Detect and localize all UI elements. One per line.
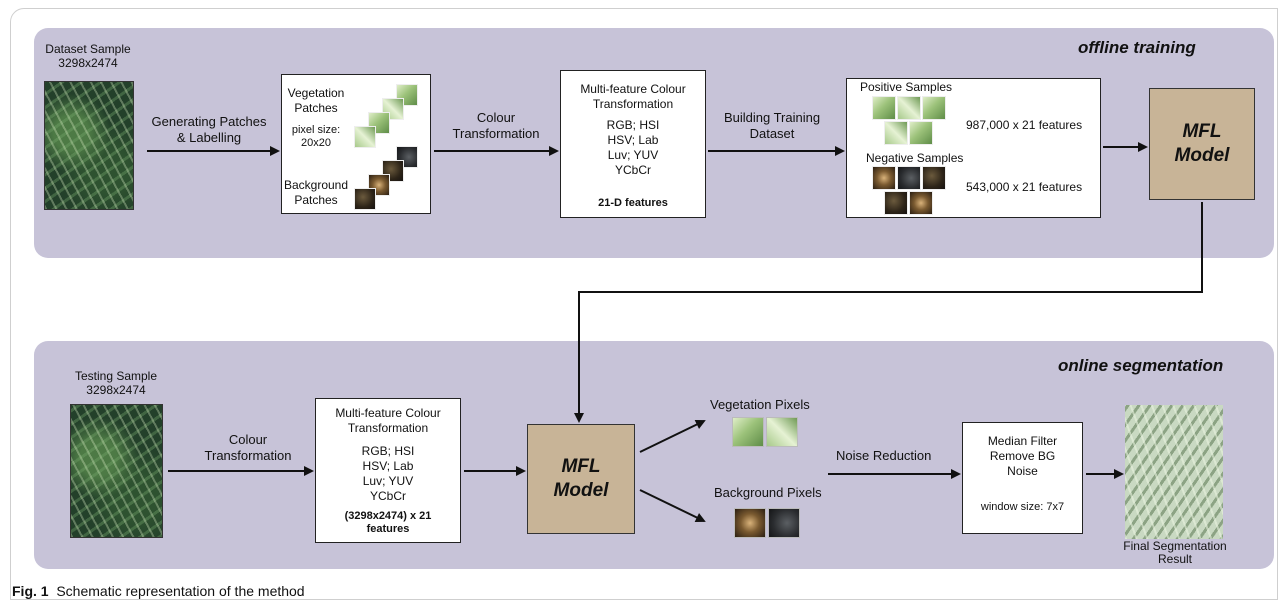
positive-samples-count: 987,000 x 21 features bbox=[966, 118, 1083, 132]
offline-transform-box bbox=[560, 70, 706, 218]
colour-transformation-label: Colour Transformation bbox=[452, 110, 540, 141]
online-panel-title: online segmentation bbox=[1058, 356, 1224, 375]
negative-samples-label: Negative Samples bbox=[866, 151, 964, 165]
positive-sample-patch bbox=[909, 121, 933, 145]
positive-sample-patch bbox=[884, 121, 908, 145]
negative-sample-patch bbox=[884, 191, 908, 215]
window-size-label: window size: 7x7 bbox=[980, 501, 1065, 513]
background-patch bbox=[354, 188, 376, 210]
positive-sample-patch bbox=[897, 96, 921, 120]
vegetation-patch bbox=[354, 126, 376, 148]
negative-sample-patch bbox=[897, 166, 921, 190]
vegetation-pixels-label: Vegetation Pixels bbox=[710, 397, 810, 412]
final-segmentation-label: Final Segmentation Result bbox=[1123, 539, 1227, 566]
figure-caption-text: Schematic representation of the method bbox=[56, 583, 305, 599]
negative-sample-patch bbox=[872, 166, 896, 190]
median-filter-box bbox=[962, 422, 1083, 534]
figure-frame bbox=[10, 8, 1278, 600]
final-segmentation-image bbox=[1125, 405, 1223, 539]
dataset-sample-image bbox=[44, 81, 134, 210]
positive-sample-patch bbox=[922, 96, 946, 120]
background-pixel-patch bbox=[768, 508, 800, 538]
noise-reduction-label: Noise Reduction bbox=[836, 448, 932, 463]
online-features-label: (3298x2474) x 21 features bbox=[344, 510, 432, 535]
negative-samples-count: 543,000 x 21 features bbox=[966, 180, 1083, 194]
figure-number: Fig. 1 bbox=[12, 583, 49, 599]
online-colour-spaces: RGB; HSI HSV; Lab Luv; YUV YCbCr bbox=[361, 444, 415, 503]
generating-patches-label: Generating Patches & Labelling bbox=[151, 114, 267, 145]
offline-panel-title: offline training bbox=[1078, 38, 1196, 57]
online-transform-title: Multi-feature Colour Transformation bbox=[335, 406, 441, 435]
online-mfl-model-box: MFL Model bbox=[527, 424, 635, 534]
dataset-sample-label: Dataset Sample 3298x2474 bbox=[45, 42, 131, 70]
offline-transform-title: Multi-feature Colour Transformation bbox=[580, 82, 686, 111]
vegetation-pixel-patch bbox=[766, 417, 798, 447]
offline-mfl-model-box: MFL Model bbox=[1149, 88, 1255, 200]
offline-colour-spaces: RGB; HSI HSV; Lab Luv; YUV YCbCr bbox=[606, 118, 660, 177]
online-transform-box bbox=[315, 398, 461, 543]
background-pixel-patch bbox=[734, 508, 766, 538]
median-filter-title: Median Filter Remove BG Noise bbox=[987, 434, 1058, 478]
arrow-model-to-vegetation bbox=[639, 419, 706, 453]
positive-samples-label: Positive Samples bbox=[860, 80, 953, 94]
arrow-model-to-background bbox=[639, 489, 706, 523]
testing-sample-image bbox=[70, 404, 163, 538]
figure-caption: Fig. 1 Schematic representation of the m… bbox=[12, 583, 305, 599]
offline-features-label: 21-D features bbox=[598, 197, 668, 209]
background-pixels-label: Background Pixels bbox=[714, 485, 822, 500]
vegetation-patches-label: Vegetation Patches bbox=[287, 86, 345, 115]
positive-sample-patch bbox=[872, 96, 896, 120]
negative-sample-patch bbox=[922, 166, 946, 190]
online-colour-transformation-label: Colour Transformation bbox=[204, 432, 292, 463]
background-patches-label: Background Patches bbox=[283, 178, 349, 207]
pixel-size-label: pixel size: 20x20 bbox=[291, 124, 341, 149]
building-training-dataset-label: Building Training Dataset bbox=[723, 110, 821, 141]
testing-sample-label: Testing Sample 3298x2474 bbox=[74, 369, 158, 397]
vegetation-pixel-patch bbox=[732, 417, 764, 447]
arrow-model-to-online-model bbox=[574, 202, 1203, 423]
negative-sample-patch bbox=[909, 191, 933, 215]
